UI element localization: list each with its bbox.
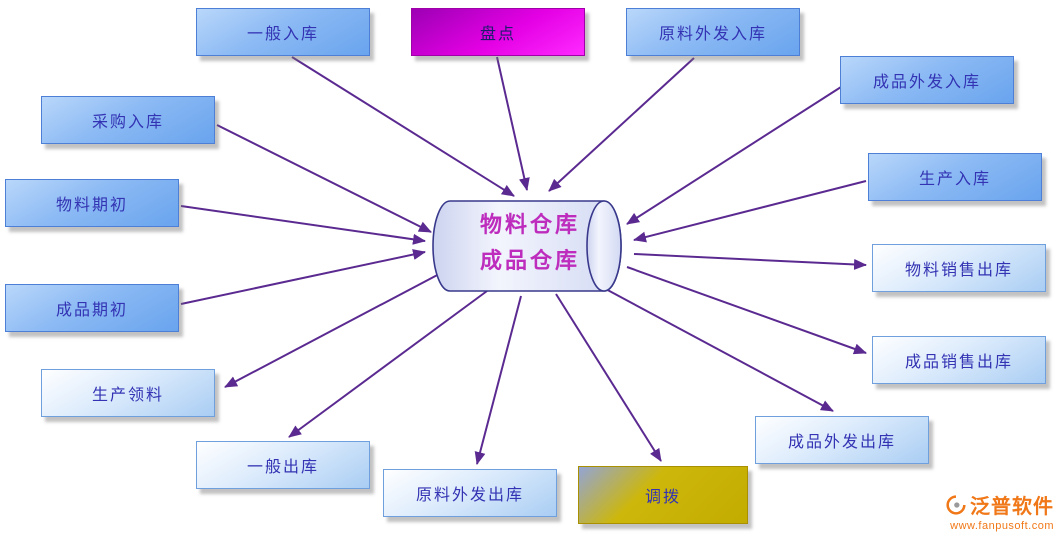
node-general-inbound: 一般入库 (196, 8, 370, 56)
arrow-finished-sales-outbound (626, 266, 867, 355)
watermark: 泛普软件 www.fanpusoft.com (896, 490, 1054, 532)
node-purchase-inbound: 采购入库 (41, 96, 215, 144)
watermark-brand: 泛普软件 (970, 496, 1054, 518)
node-raw-outsource-outbound: 原料外发出库 (383, 469, 557, 517)
arrow-purchase-inbound (216, 124, 432, 233)
node-transfer: 调拨 (578, 466, 748, 524)
arrow-general-outbound (288, 290, 488, 438)
arrow-finished-outsource-inbound (626, 86, 842, 225)
arrow-production-requisition (224, 271, 444, 388)
fanpu-logo-icon (946, 494, 966, 515)
arrow-production-inbound (633, 180, 867, 243)
arrow-material-sales-outbound (633, 253, 867, 270)
node-finished-sales-outbound: 成品销售出库 (872, 336, 1046, 384)
arrow-raw-outsource-inbound (548, 57, 695, 192)
node-finished-opening: 成品期初 (5, 284, 179, 332)
arrow-finished-opening (180, 249, 426, 305)
center-label-line2: 成品仓库 (479, 248, 580, 273)
arrow-general-inbound (291, 56, 515, 197)
arrow-finished-outsource-outbound (601, 286, 834, 412)
center-warehouse-label: 物料仓库 成品仓库 (438, 207, 622, 279)
node-material-sales-outbound: 物料销售出库 (872, 244, 1046, 292)
node-general-outbound: 一般出库 (196, 441, 370, 489)
node-production-inbound: 生产入库 (868, 153, 1042, 201)
arrow-transfer (555, 293, 662, 462)
node-finished-outsource-outbound: 成品外发出库 (755, 416, 929, 464)
node-finished-outsource-inbound: 成品外发入库 (840, 56, 1014, 104)
node-production-requisition: 生产领料 (41, 369, 215, 417)
arrow-raw-outsource-outbound (474, 295, 522, 465)
arrow-material-opening (180, 205, 426, 245)
node-raw-outsource-inbound: 原料外发入库 (626, 8, 800, 56)
arrow-stocktake (496, 56, 530, 191)
node-stocktake: 盘点 (411, 8, 585, 56)
center-label-line1: 物料仓库 (479, 212, 580, 237)
watermark-url: www.fanpusoft.com (950, 520, 1054, 532)
node-material-opening: 物料期初 (5, 179, 179, 227)
